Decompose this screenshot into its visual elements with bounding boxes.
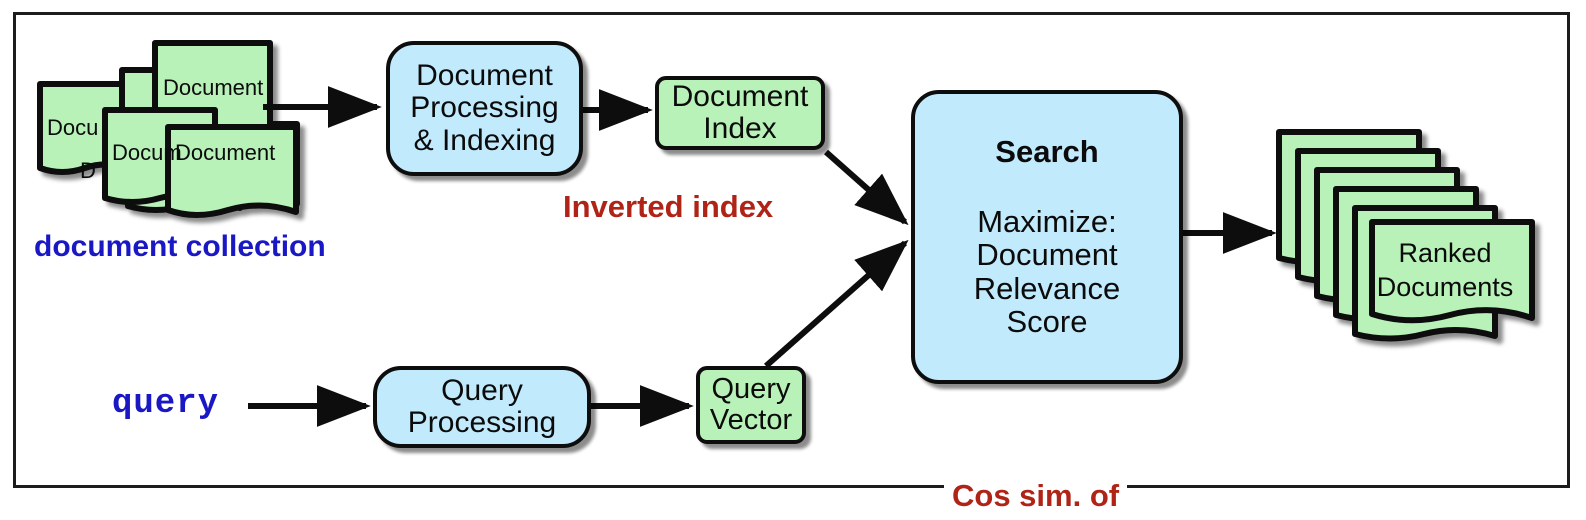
node-query-vector-line1: Query [711,372,791,405]
ranked-documents-labels: Ranked Documents [1377,238,1514,302]
caption-cosine-similarity-line1: Cos sim. of [952,478,1120,514]
node-document-processing-line1: Document [416,58,553,92]
node-document-index-line1: Document [671,79,809,113]
caption-query: query [112,385,220,423]
ranked-documents-stack [1276,129,1535,342]
node-document-processing-line2: Processing [410,91,559,125]
node-search-title: Search [995,134,1099,170]
edge-docindex-to-search [824,149,909,226]
ranked-documents-line1: Ranked [1398,238,1491,268]
ranked-documents-line2: Documents [1377,272,1514,302]
document-sheet [165,124,299,218]
node-search-line4: Score [1006,304,1088,340]
node-search[interactable]: Search Maximize: Document Relevance Scor… [911,90,1183,384]
node-query-vector-line2: Vector [709,404,793,436]
caption-document-collection: document collection [34,230,326,263]
document-stack-labels: Docu D Docum Document Document [47,75,275,183]
node-query-processing[interactable]: Query Processing [373,366,591,448]
node-search-line1: Maximize: [977,203,1117,239]
caption-inverted-index: Inverted index [563,189,774,224]
document-sheet-label: Document [175,140,275,165]
node-search-line3: Relevance [973,270,1121,306]
node-document-index-line2: Index [703,112,777,145]
document-collection-stack [37,40,300,218]
edge-queryvector-to-search [764,239,909,369]
node-query-processing-line2: Processing [407,406,557,439]
document-sheet-label: Docum [112,140,182,165]
node-document-processing-line3: & Indexing [413,123,556,157]
document-sheet-front [1369,219,1535,324]
node-query-processing-line1: Query [441,373,523,407]
caption-cosine-similarity: Cos sim. of TF-IDF vec. [944,408,1128,520]
node-query-vector[interactable]: Query Vector [696,366,806,444]
document-sheet-label: Document [163,75,263,100]
node-document-index[interactable]: Document Index [655,76,825,150]
document-sheet-label: D [80,158,96,183]
node-document-processing[interactable]: Document Processing & Indexing [386,41,583,176]
node-search-line2: Document [976,237,1118,273]
document-sheet-label: Docu [47,115,98,140]
